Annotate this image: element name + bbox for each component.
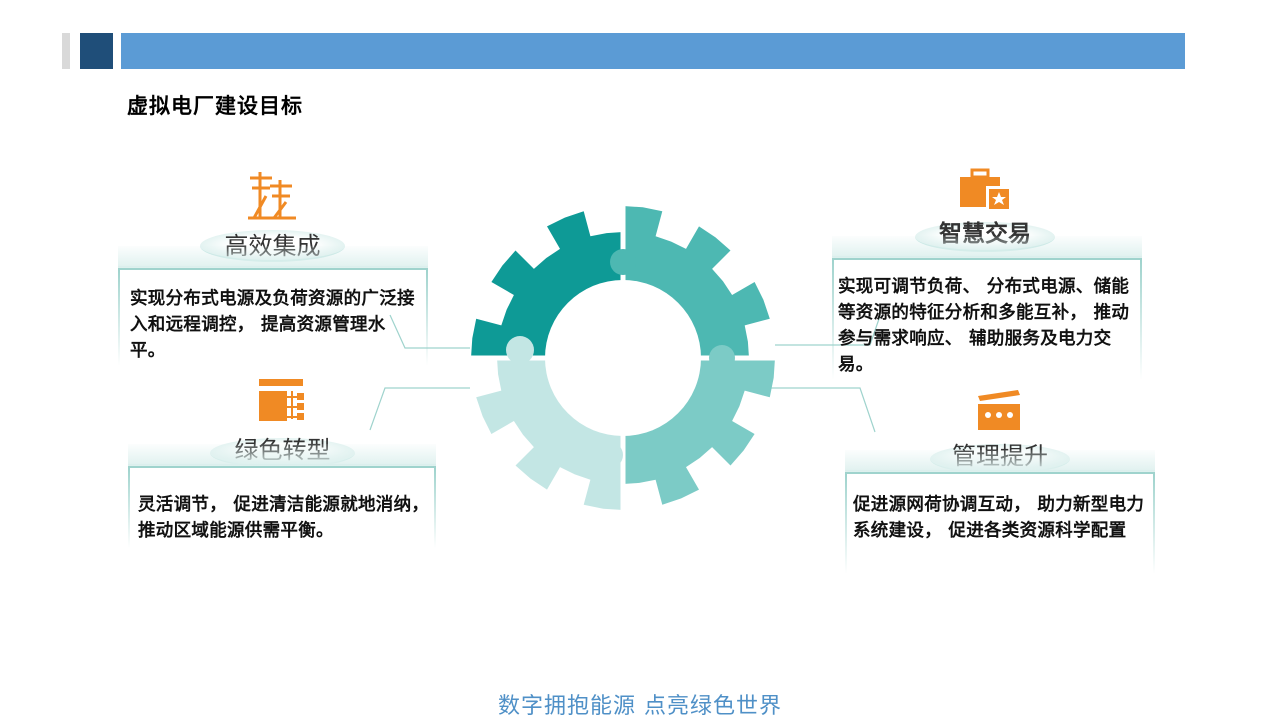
page-title: 虚拟电厂建设目标 (127, 94, 303, 118)
footer-slogan: 数字拥抱能源 点亮绿色世界 (498, 694, 782, 719)
textbox-trade: 实现可调节负荷、 分布式电源、储能等资源的特征分析和多能互补， 推动参与需求响应… (832, 236, 1142, 380)
power-tower-icon (248, 172, 296, 220)
header-accent-square (80, 33, 113, 69)
gear-knob-left (506, 336, 534, 364)
connector-lines (369, 314, 881, 433)
header-accent-grey (62, 33, 70, 69)
text-green: 灵活调节， 促进清洁能源就地消纳， 推动区域能源供需平衡。 (138, 495, 430, 541)
text-efficient: 实现分布式电源及负荷资源的广泛接入和远程调控， 提高资源管理水平。 (130, 289, 415, 361)
text-trade: 实现可调节负荷、 分布式电源、储能等资源的特征分析和多能互补， 推动参与需求响应… (838, 277, 1130, 375)
clapperboard-icon (978, 390, 1020, 430)
gear-knob-bottom (597, 442, 623, 468)
textbox-green: 灵活调节， 促进清洁能源就地消纳， 推动区域能源供需平衡。 (128, 444, 436, 548)
gear-quadrant-top-right (623, 206, 775, 358)
gear-knob-right (709, 345, 735, 371)
gear-quadrant-top-left (471, 206, 623, 358)
textbox-manage: 促进源网荷协调互动， 助力新型电力系统建设， 促进各类资源科学配置 (845, 450, 1155, 574)
text-manage: 促进源网荷协调互动， 助力新型电力系统建设， 促进各类资源科学配置 (853, 495, 1145, 541)
header-bar (121, 33, 1185, 69)
gear-quadrant-bottom-left (471, 358, 623, 510)
org-chart-icon (259, 379, 304, 421)
gear-knob-top (610, 249, 636, 275)
briefcase-star-icon (960, 168, 1010, 210)
gear-quadrant-bottom-right (623, 358, 775, 510)
textbox-efficient: 实现分布式电源及负荷资源的广泛接入和远程调控， 提高资源管理水平。 (118, 246, 428, 366)
